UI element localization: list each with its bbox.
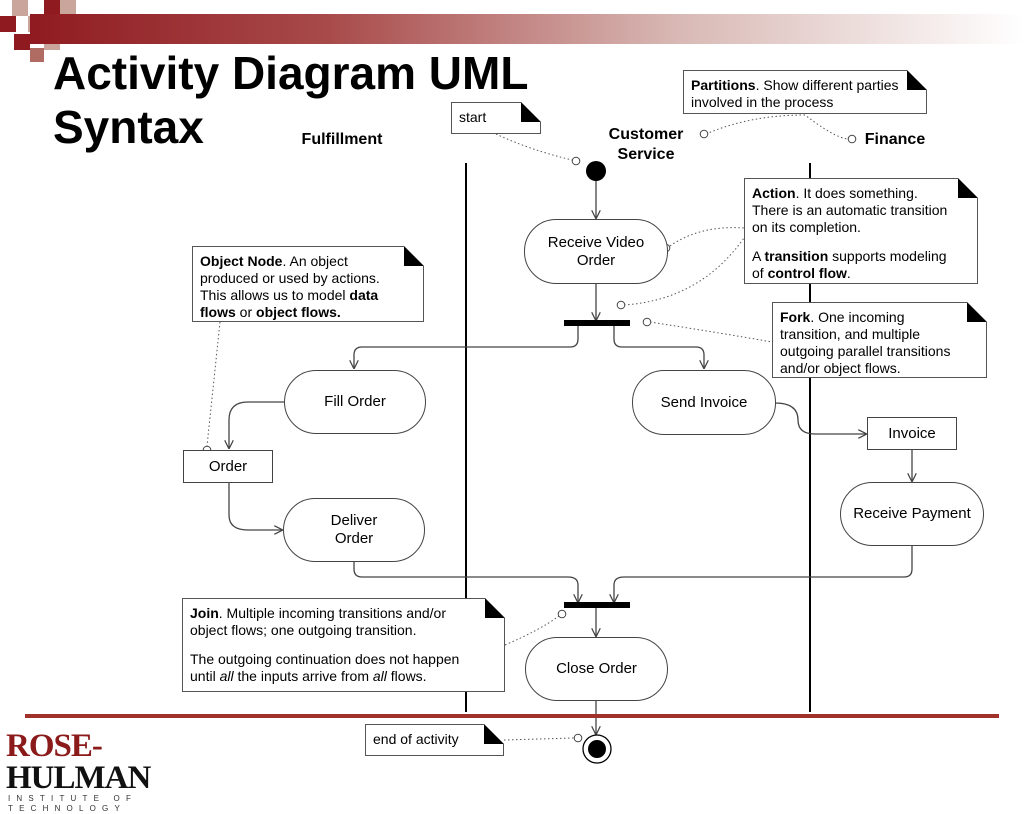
start-note-connector-end <box>571 156 581 166</box>
header-gradient-bar <box>30 14 1024 44</box>
partitions-note-connector-end <box>847 134 857 144</box>
note-object-node: Object Node. An object produced or used … <box>192 246 424 322</box>
initial-node <box>586 161 606 181</box>
join-note-connector-end <box>557 609 567 619</box>
flow-fill-order-to-order <box>229 401 285 448</box>
action-note-connector-bottom <box>623 237 745 306</box>
flow-receive-payment-to-join <box>614 546 913 602</box>
final-node-inner <box>588 740 606 758</box>
note-start: start <box>451 102 541 134</box>
note-partitions: Partitions. Show different parties invol… <box>683 70 927 114</box>
partition-label-finance: Finance <box>864 131 926 148</box>
flow-fork-to-fill-order <box>354 324 579 368</box>
end-note-connector <box>503 737 575 741</box>
partition-label-fulfillment: Fulfillment <box>301 131 383 148</box>
object-node-order: Order <box>183 450 273 483</box>
flow-send-invoice-to-invoice <box>774 402 866 434</box>
action-fill-order: Fill Order <box>284 370 426 434</box>
note-action: Action. It does something. There is an a… <box>744 178 978 284</box>
start-note-connector <box>495 133 573 161</box>
note-end-of-activity: end of activity <box>365 724 504 756</box>
join-bar <box>564 602 630 608</box>
object-node-invoice: Invoice <box>867 417 957 450</box>
fork-note-connector-end <box>642 317 652 327</box>
end-note-connector-end <box>573 733 583 743</box>
action-note-connector-end-2 <box>616 300 626 310</box>
join-note-connector <box>504 615 560 646</box>
action-send-invoice: Send Invoice <box>632 370 776 435</box>
flow-fork-to-send-invoice <box>613 324 704 368</box>
partitions-note-connector <box>705 114 849 140</box>
action-note-connector-top <box>669 227 745 247</box>
note-join: Join. Multiple incoming transitions and/… <box>182 598 505 692</box>
action-close-order: Close Order <box>525 637 668 701</box>
rose-hulman-logo: ROSE-HULMAN INSTITUTE OF TECHNOLOGY <box>6 728 151 814</box>
flow-order-to-deliver <box>228 483 282 530</box>
footer-rule <box>25 714 999 718</box>
object-note-connector <box>206 321 221 447</box>
action-receive-payment: Receive Payment <box>840 482 984 546</box>
fork-note-connector <box>649 321 773 343</box>
partitions-note-connector-start <box>699 129 709 139</box>
note-fork: Fork. One incoming transition, and multi… <box>772 302 987 378</box>
flow-deliver-to-join <box>353 562 578 602</box>
fork-bar <box>564 320 630 326</box>
